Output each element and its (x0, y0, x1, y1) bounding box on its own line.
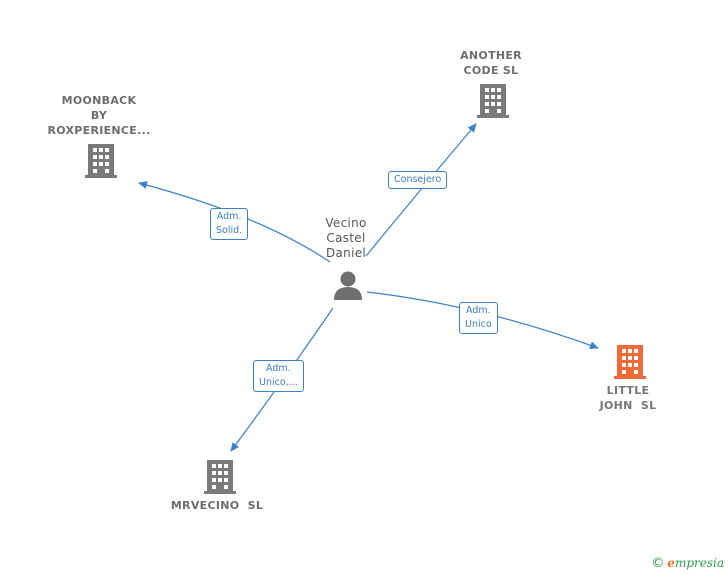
edge-label-line: Adm. (216, 211, 242, 222)
company-label-line: JOHN SL (599, 399, 657, 412)
building-icon[interactable] (85, 144, 117, 178)
company-label-line: LITTLE (606, 384, 650, 397)
edge-label-line: Consejero (394, 174, 442, 185)
company-label-line: CODE SL (463, 64, 519, 77)
edge-label-line: Adm. (266, 363, 291, 374)
brand-name-rest: mpresia (674, 556, 724, 570)
company-label-moonback: MOONBACK BY ROXPERIENCE... (40, 93, 158, 138)
copyright-icon: © (651, 556, 665, 571)
edge-label-line: Adm. (466, 305, 491, 316)
edge-label-adm-unico[interactable]: Adm. Unico (459, 302, 498, 334)
company-label-mrvecino: MRVECINO SL (160, 498, 274, 513)
brand-name-initial: e (667, 556, 675, 570)
edge-label-adm-solid[interactable]: Adm. Solid. (210, 208, 249, 240)
person-name-line: Castel (326, 231, 366, 245)
edge-another (365, 123, 477, 257)
person-name-line: Vecino (325, 216, 367, 230)
company-label-line: MRVECINO SL (170, 499, 264, 512)
person-name-line: Daniel (325, 246, 367, 260)
edge-label-line: Solid. (216, 225, 243, 236)
building-icon[interactable] (204, 460, 236, 494)
building-icon[interactable] (614, 345, 646, 379)
edge-label-line: Unico,... (259, 377, 298, 388)
company-label-little-john: LITTLE JOHN SL (583, 383, 673, 413)
company-label-line: ANOTHER (460, 49, 522, 62)
company-label-line: BY (90, 109, 108, 122)
edge-label-consejero[interactable]: Consejero (388, 171, 448, 189)
person-icon[interactable] (333, 270, 363, 301)
empresia-brand[interactable]: ©empresia (651, 556, 724, 571)
building-icon[interactable] (477, 84, 509, 118)
company-label-another-code: ANOTHER CODE SL (441, 48, 541, 78)
company-label-line: MOONBACK (61, 94, 137, 107)
person-name-label: Vecino Castel Daniel (316, 216, 376, 261)
edge-label-line: Unico (465, 319, 492, 330)
edge-label-adm-unico-multi[interactable]: Adm. Unico,... (253, 360, 304, 392)
company-label-line: ROXPERIENCE... (47, 124, 151, 137)
